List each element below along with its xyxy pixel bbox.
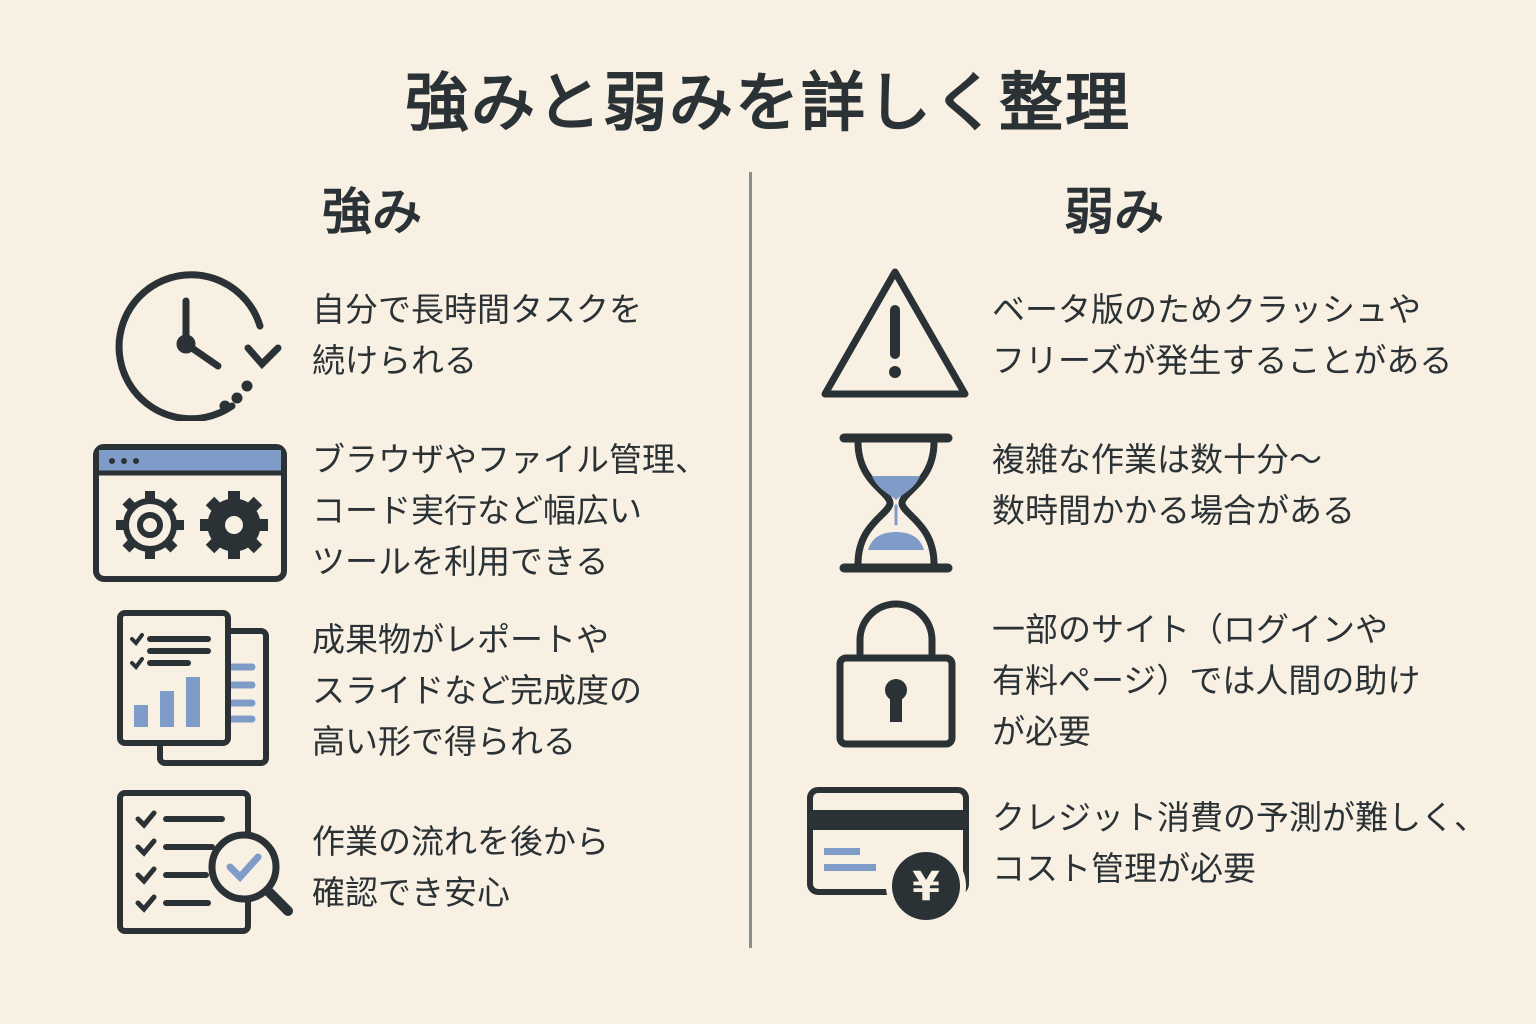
strength-text-4: 作業の流れを後から 確認でき安心	[312, 822, 609, 912]
weakness-text-2: 複雑な作業は数十分〜 数時間かかる場合がある	[992, 440, 1355, 530]
strengths-heading: 強み	[322, 183, 422, 241]
warning-icon	[820, 266, 970, 402]
weakness-text-4: クレジット消費の予測が難しく、 コスト管理が必要	[992, 798, 1487, 888]
checklist-magnifier-icon	[116, 789, 296, 937]
hourglass-icon	[838, 432, 954, 574]
weakness-text-1: ベータ版のためクラッシュや フリーズが発生することがある	[992, 290, 1453, 380]
strength-text-3: 成果物がレポートや スライドなど完成度の 高い形で得られる	[312, 620, 642, 761]
credit-card-yen-icon: ¥	[806, 786, 972, 926]
page-title: 強みと弱みを詳しく整理	[405, 67, 1131, 141]
lock-icon	[836, 600, 956, 750]
weaknesses-heading: 弱み	[1064, 183, 1164, 241]
report-document-icon	[116, 609, 272, 769]
clock-icon	[112, 266, 282, 421]
svg-text:¥: ¥	[912, 864, 940, 910]
strength-text-2: ブラウザやファイル管理、 コード実行など幅広い ツールを利用できる	[312, 440, 708, 581]
browser-gears-icon	[92, 443, 288, 583]
column-divider	[749, 172, 752, 948]
weakness-text-3: 一部のサイト（ログインや 有料ページ）では人間の助け が必要	[992, 610, 1421, 751]
strength-text-1: 自分で長時間タスクを 続けられる	[312, 290, 642, 380]
